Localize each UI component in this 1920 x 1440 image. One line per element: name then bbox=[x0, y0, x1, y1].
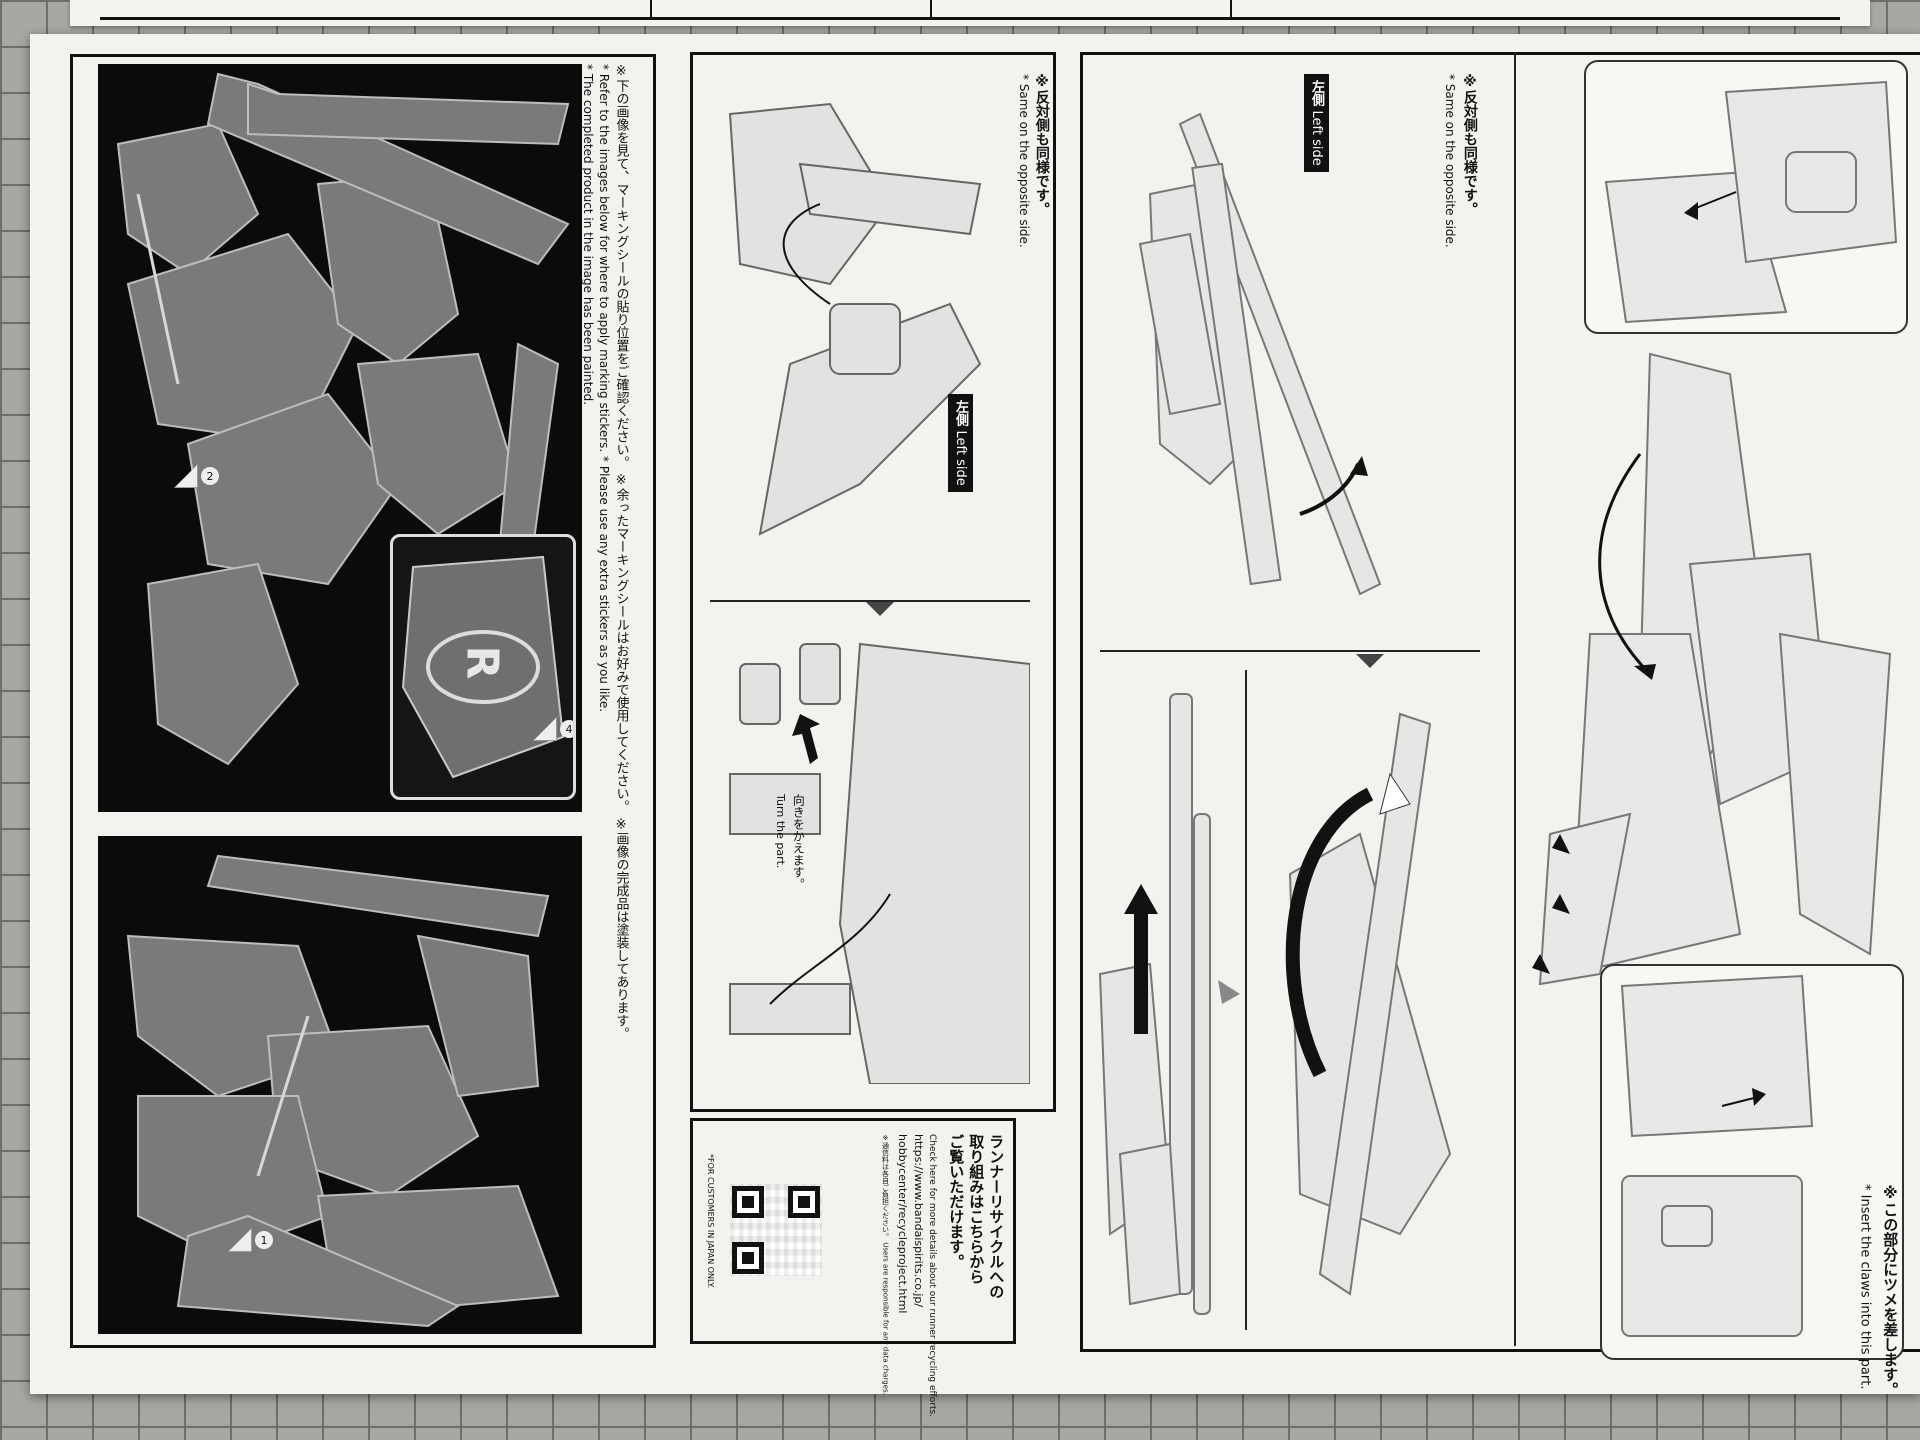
recycle-check-text: Check here for more details about our ru… bbox=[927, 1134, 938, 1418]
down-arrow-1 bbox=[866, 602, 894, 616]
step-divider-4 bbox=[1514, 52, 1516, 1346]
closeup-box-bottom bbox=[1600, 964, 1904, 1360]
recycle-info-frame bbox=[690, 1118, 1016, 1344]
recycle-title-3: ご覧いただけます。 bbox=[947, 1134, 966, 1269]
marking-badge-4: 4 bbox=[533, 717, 573, 741]
recycle-customers-note: *FOR CUSTOMERS IN JAPAN ONLY. bbox=[705, 1154, 715, 1289]
step-divider-3 bbox=[1245, 670, 1247, 1330]
insert-claws-note-jp: ※この部分にツメを差します。 bbox=[1881, 1184, 1900, 1397]
marking-note-jp: ※下の画像を見て、マーキングシールの貼り位置をご確認ください。 ※余ったマーキン… bbox=[613, 64, 629, 1041]
recycle-url-2[interactable]: hobbycenter/recycleproject.html bbox=[895, 1134, 909, 1314]
step-illustration-turn-part bbox=[710, 624, 1030, 1084]
turn-part-note-en: Turn the part. bbox=[773, 794, 787, 869]
recycle-title-1: ランナーリサイクルへの bbox=[987, 1134, 1006, 1299]
opposite-side-note-jp-2: ※反対側も同様です。 bbox=[1461, 74, 1478, 216]
recycle-fine-print: ※通信料は各自ご負担ください。 Users are responsible fo… bbox=[881, 1134, 890, 1395]
step-illustration-full-model bbox=[1530, 334, 1910, 994]
instruction-sheet: 2 R 4 bbox=[30, 34, 1920, 1417]
inset-letter: R bbox=[456, 645, 508, 680]
opposite-side-note-en-2: * Same on the opposite side. bbox=[1443, 74, 1458, 248]
opposite-side-note-jp-1: ※反対側も同様です。 bbox=[1033, 74, 1050, 216]
marking-badge-1: 1 bbox=[228, 1228, 273, 1252]
step-illustration-arm-left bbox=[1100, 64, 1440, 604]
insert-claws-note-en: * Insert the claws into this part. bbox=[1857, 1184, 1873, 1390]
marking-guide-frame bbox=[70, 54, 656, 1348]
recycle-qr-code[interactable] bbox=[730, 1184, 822, 1276]
left-side-tag-1: 左側 Left side bbox=[948, 394, 973, 492]
previous-page-edge bbox=[70, 0, 1870, 26]
step-illustration-arm-extend bbox=[1090, 674, 1250, 1334]
turn-part-note-jp: 向きをかえます。 bbox=[791, 794, 806, 890]
step-illustration-shoulder bbox=[710, 64, 1010, 584]
recycle-title-2: 取り組みはこちらから bbox=[967, 1134, 986, 1284]
marking-badge-2: 2 bbox=[174, 464, 219, 488]
step-frame-rotation bbox=[1080, 52, 1920, 1352]
marking-note-en-1: * Refer to the images below for where to… bbox=[597, 64, 612, 713]
step-frame-left-side bbox=[690, 52, 1056, 1112]
marking-closeup-inset: R 4 bbox=[390, 534, 576, 800]
down-arrow-2 bbox=[1356, 654, 1384, 668]
step-illustration-arm-rotate bbox=[1250, 674, 1490, 1334]
completed-model-photo-top: 2 R 4 bbox=[98, 64, 582, 812]
opposite-side-note-en-1: * Same on the opposite side. bbox=[1017, 74, 1032, 248]
closeup-box-top bbox=[1584, 60, 1908, 334]
step-divider-1 bbox=[710, 600, 1030, 602]
completed-model-photo-bottom: 1 bbox=[98, 836, 582, 1334]
step-divider-2 bbox=[1100, 650, 1480, 652]
marking-note-en-2: * The completed product in the image has… bbox=[581, 64, 596, 406]
recycle-url-1[interactable]: https://www.bandaispirits.co.jp/ bbox=[911, 1134, 925, 1308]
left-side-tag-2: 左側 Left side bbox=[1304, 74, 1329, 172]
